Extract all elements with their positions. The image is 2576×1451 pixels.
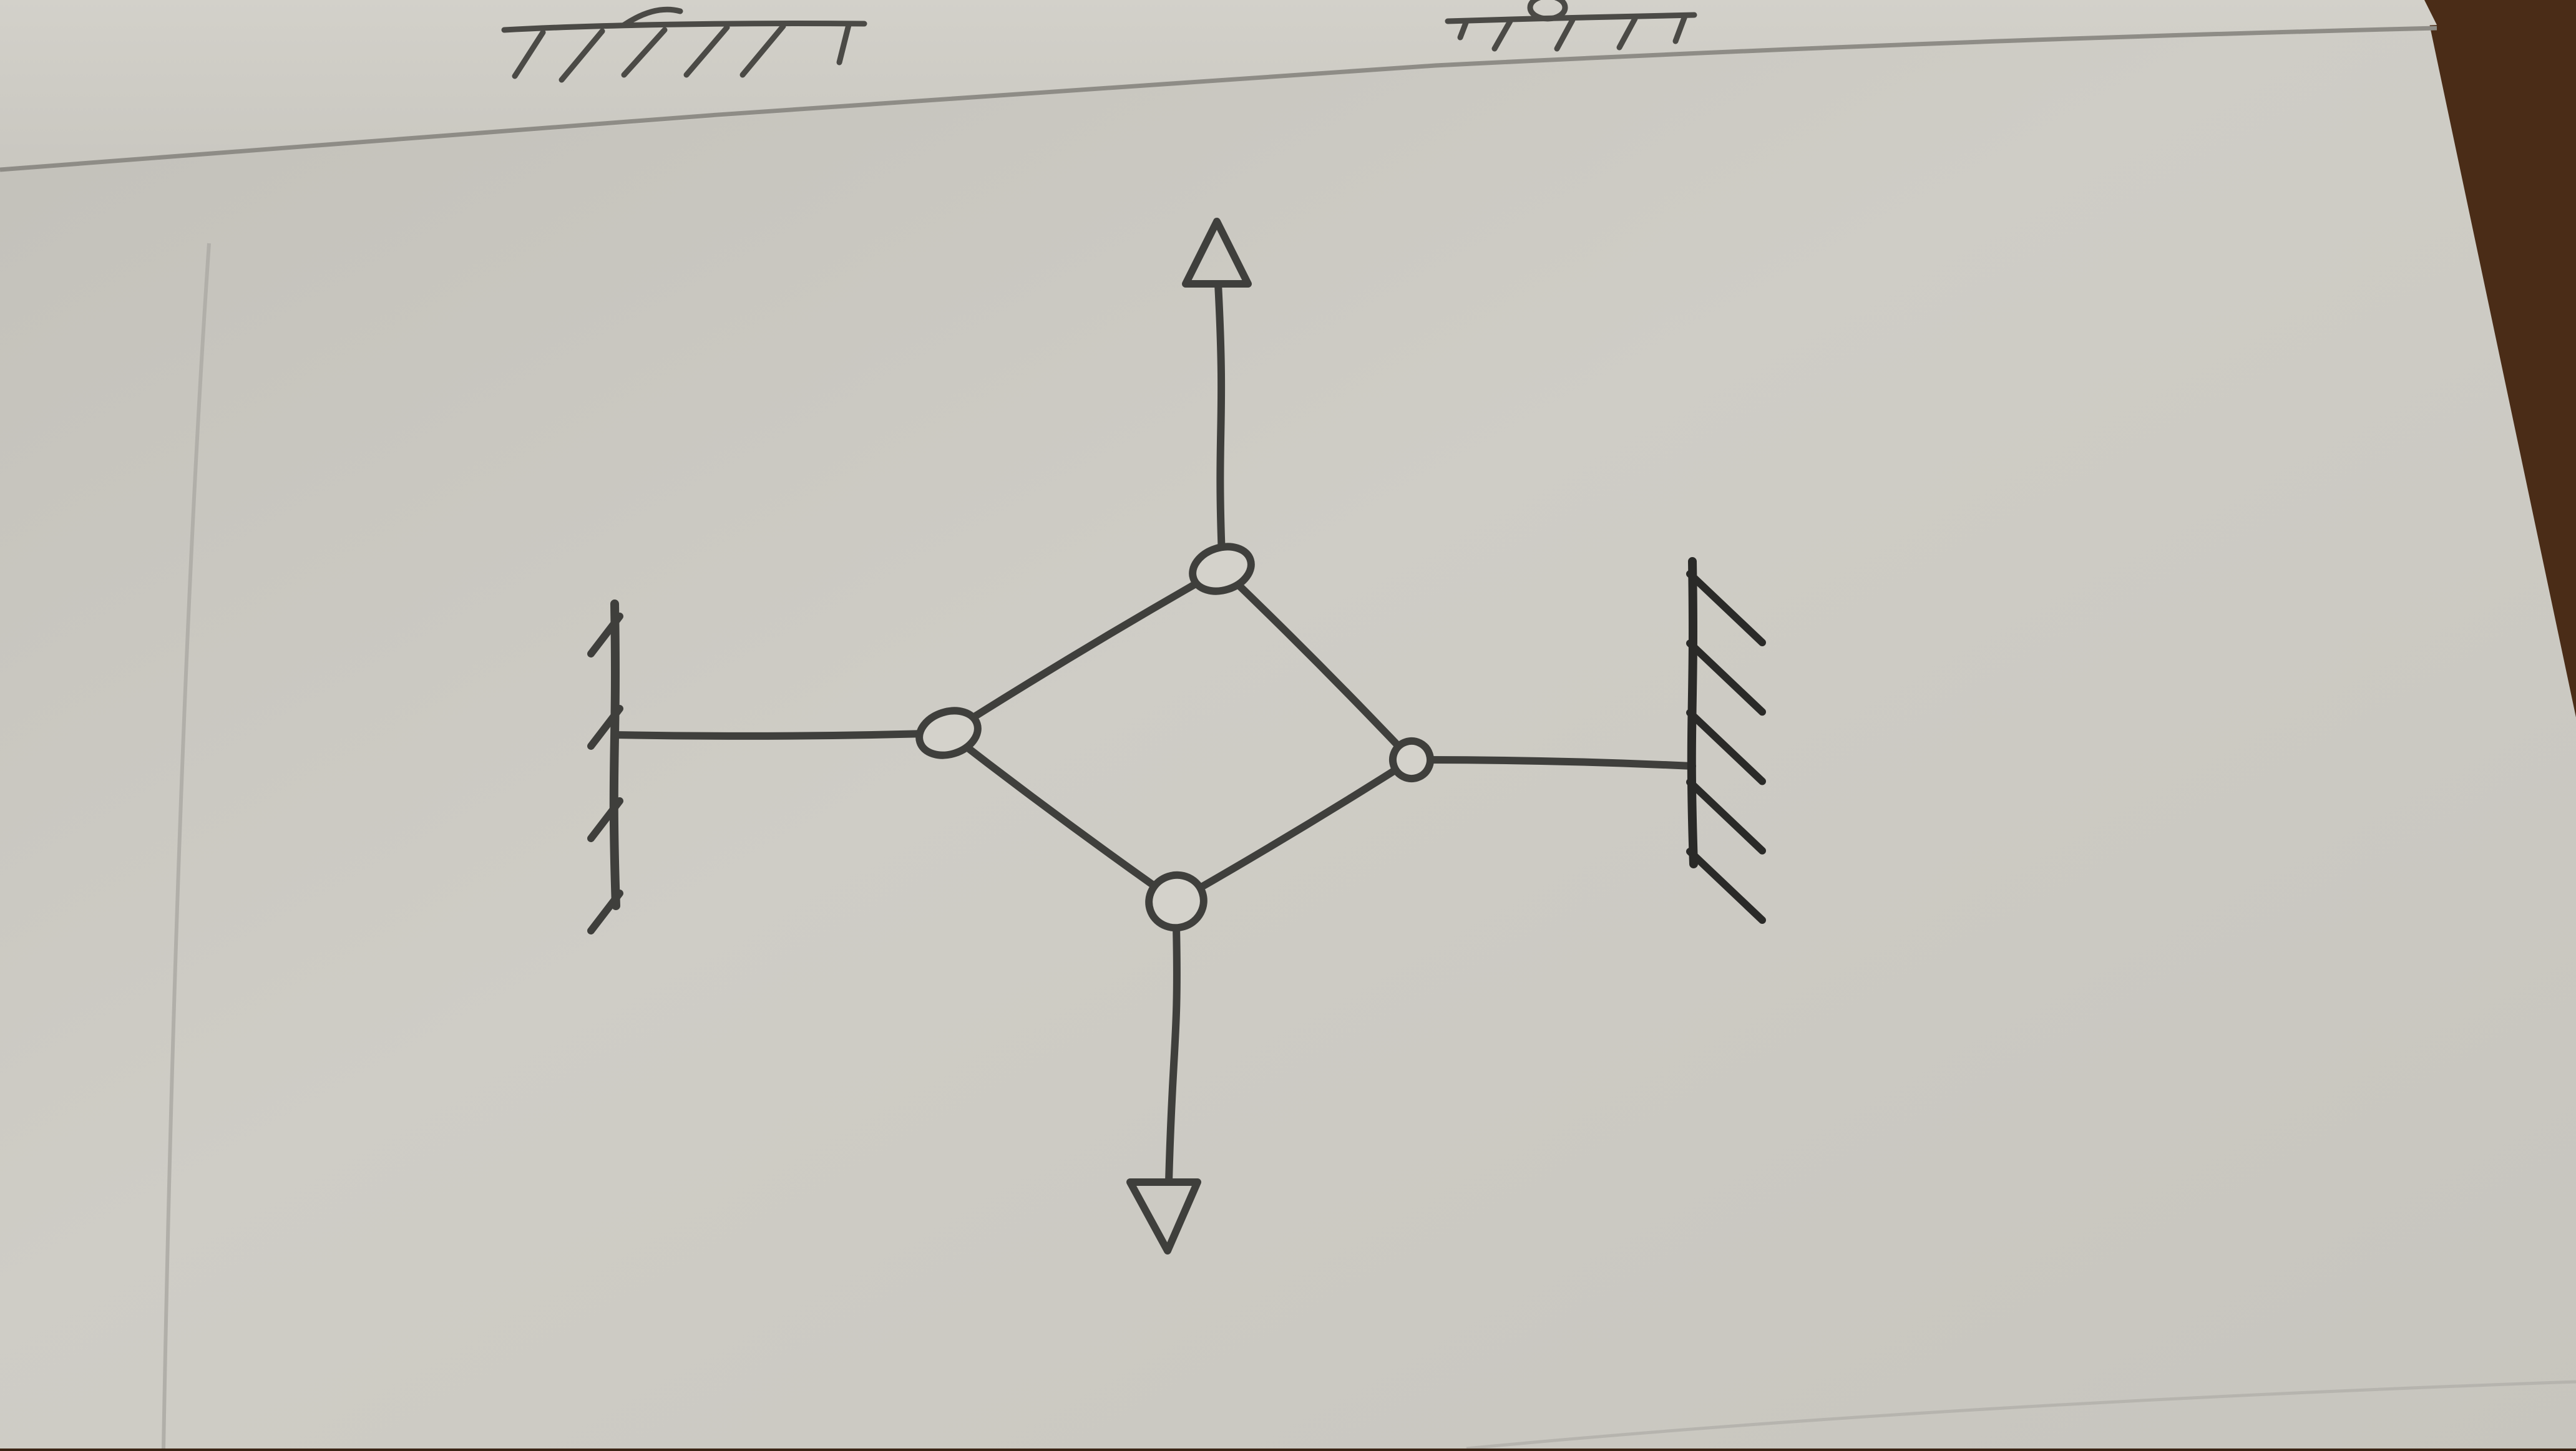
support-left-wall-line <box>609 599 620 910</box>
support-right-hatch-mark <box>1686 848 1766 924</box>
support-left-hatch-mark <box>587 705 623 750</box>
support-left-hatch-mark <box>587 890 623 934</box>
support-left-hatch-mark <box>587 797 623 842</box>
support-right-hatch-mark <box>1686 570 1766 646</box>
support-left-hatch-mark <box>587 613 623 658</box>
support-right-hatch-mark <box>1686 639 1766 716</box>
support-right-hatch-mark <box>1686 709 1766 785</box>
bar-right-bottom <box>1173 756 1415 905</box>
roller-support-icon <box>1445 0 1697 52</box>
lower-sheet-edge <box>1466 1380 2576 1450</box>
load-up-shaft <box>1214 280 1226 559</box>
previous-sheet-drawing <box>501 0 1697 83</box>
arrow-up-icon <box>1182 218 1252 288</box>
support-right-hatch-mark <box>1686 778 1766 855</box>
margin-line <box>162 243 211 1449</box>
previous-sheet-strip <box>0 0 2437 172</box>
hinge-top-icon <box>1189 543 1255 595</box>
support-left-wall-icon <box>587 599 623 934</box>
arrow-down-icon <box>1126 1178 1201 1254</box>
hinge-bottom-icon <box>1145 871 1208 932</box>
hinge-left-icon <box>915 707 982 759</box>
bar-bottom-left <box>945 729 1180 905</box>
bar-left-support-left <box>611 729 952 740</box>
sheet-edge-line <box>0 26 2437 172</box>
bar-top-right <box>1218 565 1415 764</box>
ground-hatch-icon <box>501 6 867 83</box>
truss-diagram <box>587 218 1766 1254</box>
bar-left-top <box>945 565 1226 737</box>
support-right-wall-icon <box>1686 557 1766 924</box>
bar-right-support-right <box>1408 755 1696 770</box>
hinge-right-icon <box>1389 737 1434 782</box>
load-down-shaft <box>1165 923 1181 1186</box>
